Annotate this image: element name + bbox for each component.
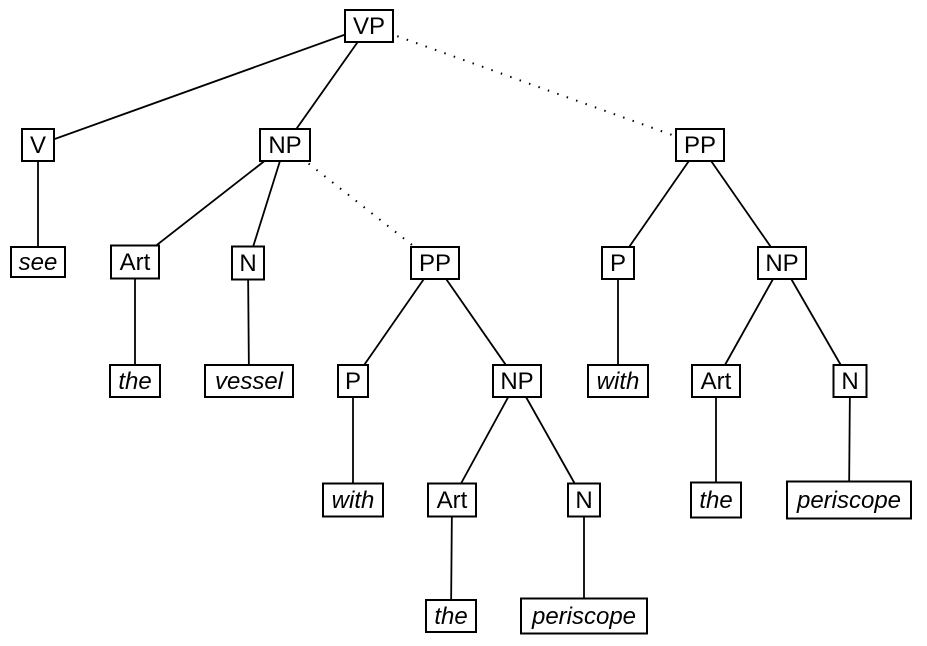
tree-edge-pp1-np2 (434, 262, 518, 382)
tree-edge-n1-vessel (247, 262, 250, 382)
tree-node-p1: P (337, 364, 369, 398)
tree-node-art2: Art (427, 482, 477, 518)
tree-edge-n3-periscope2 (848, 380, 851, 501)
tree-edges (37, 25, 851, 617)
node-label-v: V (30, 132, 46, 159)
tree-edge-np2-art2 (451, 380, 518, 501)
node-box-the3 (690, 481, 742, 519)
node-box-vessel (204, 364, 294, 398)
node-label-vessel: vessel (215, 368, 284, 395)
node-box-periscope1 (520, 597, 648, 635)
node-box-pp2 (675, 128, 725, 162)
node-label-the3: the (699, 487, 732, 514)
node-label-the2: the (434, 603, 467, 630)
tree-edge-np1-art1 (134, 144, 286, 263)
tree-edge-vp-v (37, 25, 370, 146)
tree-node-vp: VP (344, 9, 394, 43)
tree-node-pp1: PP (410, 246, 460, 280)
node-box-pp1 (410, 246, 460, 280)
tree-node-with1: with (322, 482, 384, 518)
node-box-vp (344, 9, 394, 43)
tree-node-pp2: PP (675, 128, 725, 162)
node-label-p2: P (610, 250, 626, 277)
tree-node-n3: N (832, 364, 868, 398)
node-label-pp2: PP (684, 132, 716, 159)
node-box-n2 (567, 482, 601, 518)
tree-node-np2: NP (492, 364, 542, 398)
node-box-with2 (587, 364, 649, 398)
node-box-v (21, 128, 55, 162)
tree-node-the3: the (690, 481, 742, 519)
tree-edge-np3-art3 (715, 262, 783, 382)
tree-node-art3: Art (691, 364, 741, 398)
tree-node-periscope2: periscope (786, 480, 912, 520)
tree-edge-np3-n3 (781, 262, 851, 382)
node-label-art1: Art (120, 249, 151, 276)
node-box-p2 (601, 246, 635, 280)
node-box-art3 (691, 364, 741, 398)
tree-node-vessel: vessel (204, 364, 294, 398)
tree-node-the1: the (109, 364, 161, 398)
tree-edge-pp2-p2 (617, 144, 701, 264)
node-label-np3: NP (765, 250, 798, 277)
node-label-the1: the (118, 368, 151, 395)
node-label-p1: P (345, 368, 361, 395)
node-label-n1: N (239, 250, 256, 277)
node-box-periscope2 (786, 480, 912, 520)
node-label-art2: Art (437, 487, 468, 514)
tree-edge-np2-n2 (516, 380, 585, 501)
tree-node-with2: with (587, 364, 649, 398)
node-label-periscope2: periscope (796, 487, 901, 514)
node-label-vp: VP (353, 13, 385, 40)
node-box-with1 (322, 482, 384, 518)
tree-node-see: see (10, 246, 66, 278)
node-label-np2: NP (500, 368, 533, 395)
node-label-see: see (19, 249, 58, 276)
node-label-with2: with (597, 368, 640, 395)
tree-node-n1: N (231, 245, 265, 281)
tree-edge-vp-pp2 (368, 25, 701, 146)
tree-edge-np1-n1 (247, 144, 286, 264)
tree-edge-pp1-p1 (352, 262, 436, 382)
node-label-n2: N (575, 487, 592, 514)
node-label-with1: with (332, 487, 375, 514)
tree-node-p2: P (601, 246, 635, 280)
tree-node-n2: N (567, 482, 601, 518)
node-label-periscope1: periscope (531, 603, 636, 630)
node-box-p1 (337, 364, 369, 398)
node-label-n3: N (841, 368, 858, 395)
tree-node-np3: NP (757, 246, 807, 280)
node-box-n3 (832, 364, 868, 398)
tree-node-periscope1: periscope (520, 597, 648, 635)
node-label-art3: Art (701, 368, 732, 395)
node-box-art2 (427, 482, 477, 518)
node-label-np1: NP (268, 132, 301, 159)
node-box-np2 (492, 364, 542, 398)
tree-edge-pp2-np3 (699, 144, 783, 264)
node-box-the1 (109, 364, 161, 398)
tree-edge-np1-pp1 (284, 144, 436, 264)
node-box-the2 (425, 599, 477, 633)
tree-node-the2: the (425, 599, 477, 633)
node-box-n1 (231, 245, 265, 281)
node-box-np1 (259, 128, 311, 162)
tree-edge-vp-np1 (284, 25, 370, 146)
node-box-np3 (757, 246, 807, 280)
tree-node-art1: Art (110, 244, 160, 280)
node-label-pp1: PP (419, 250, 451, 277)
tree-edge-art2-the2 (450, 499, 453, 617)
tree-node-np1: NP (259, 128, 311, 162)
node-box-see (10, 246, 66, 278)
tree-node-v: V (21, 128, 55, 162)
node-box-art1 (110, 244, 160, 280)
